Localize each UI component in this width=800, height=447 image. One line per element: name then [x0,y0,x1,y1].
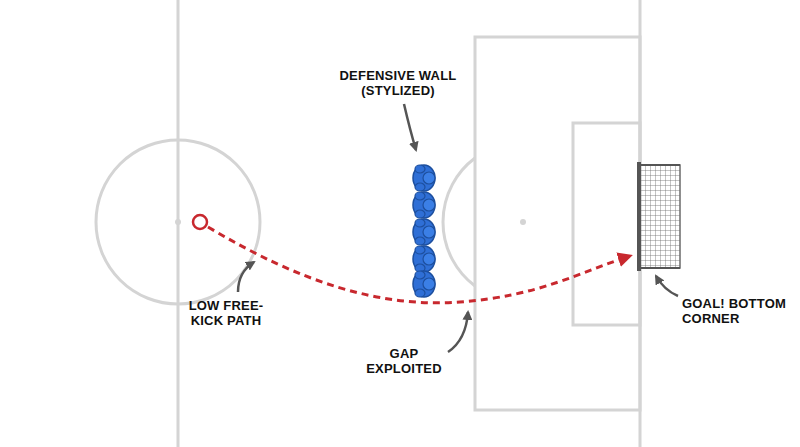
leader-lines [238,104,678,352]
annotation-label: DEFENSIVE WALL (STYLIZED) [326,68,470,98]
defensive-wall [413,165,435,297]
free-kick-path [208,227,630,303]
ball [193,215,207,229]
annotation-label: GAP EXPLOITED [360,346,448,376]
penalty-spot [520,219,526,225]
annotation-label: GOAL! BOTTOM CORNER [682,296,794,326]
annotation-label: LOW FREE-KICK PATH [186,298,266,328]
centre-spot [175,219,181,225]
goal-net [639,162,680,271]
pitch-lines [96,0,640,447]
